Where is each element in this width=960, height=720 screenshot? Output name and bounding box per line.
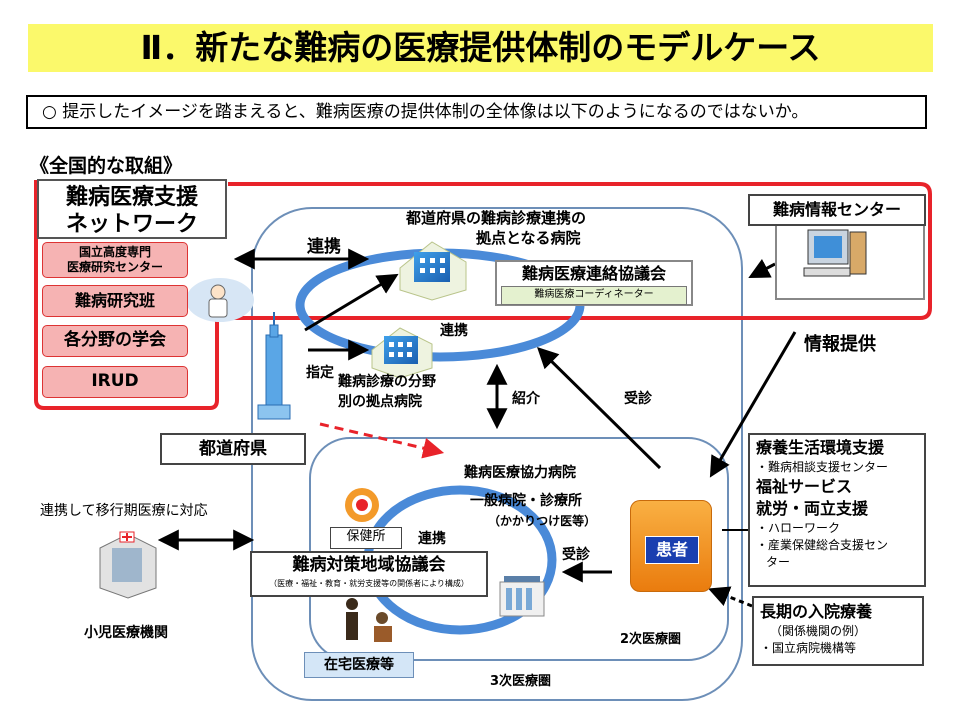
support-heading-2: 福祉サービス <box>756 477 853 496</box>
health-center-logo-icon <box>345 488 379 522</box>
shokai-label: 紹介 <box>512 391 540 407</box>
support-item-3: ・産業保健総合支援セン <box>756 538 889 552</box>
pediatric-label: 小児医療機関 <box>84 625 168 641</box>
zone3-label: 3次医療圏 <box>490 674 552 689</box>
health-center-label: 保健所 <box>330 527 402 549</box>
jushin-local-label: 受診 <box>562 547 590 563</box>
regional-council-note: （医療・福祉・教育・就労支援等の関係者により構成） <box>269 579 469 588</box>
support-item-1: ・難病相談支援センター <box>756 460 889 474</box>
title-bar: Ⅱ．新たな難病の医療提供体制のモデルケース <box>28 24 933 72</box>
shitei-label-1: 指定 <box>306 365 334 381</box>
network-item-societies: 各分野の学会 <box>42 325 188 357</box>
coordinator-label: 難病医療コーディネーター <box>501 286 687 305</box>
renkei-top-label: 連携 <box>307 237 341 257</box>
clinic-icon <box>499 576 545 617</box>
hospital-building-icon <box>399 241 467 301</box>
network-item-ncnc: 国立高度専門 医療研究センター <box>42 242 188 278</box>
field-hospital-label-line2: 別の拠点病院 <box>338 394 422 410</box>
arrow-info-center-to-frame <box>748 258 776 278</box>
regional-council-label: 難病対策地域協議会 <box>292 555 446 575</box>
arrow-shitei-dashed <box>319 422 445 459</box>
network-title-line2: ネットワーク <box>65 212 198 237</box>
arrow-tower-to-prefectural <box>304 273 399 332</box>
support-heading-3: 就労・両立支援 <box>756 499 869 518</box>
longterm-box: 長期の入院療養 （関係機関の例） ・国立病院機構等 <box>752 596 924 666</box>
field-hospital-label: 難病診療の分野 別の拠点病院 <box>338 372 436 412</box>
zone2-frame <box>309 437 729 661</box>
network-item-research: 難病研究班 <box>42 285 188 317</box>
family-doctor-label: （かかりつけ医等） <box>488 514 597 528</box>
national-section-heading: 《全国的な取組》 <box>30 155 183 177</box>
regional-council-box: 難病対策地域協議会 （医療・福祉・教育・就労支援等の関係者により構成） <box>250 551 488 597</box>
support-heading-1: 療養生活環境支援 <box>756 438 885 457</box>
council-label: 難病医療連絡協議会 <box>521 264 666 283</box>
prefecture-box: 都道府県 <box>160 433 306 465</box>
longterm-item-2: ・国立病院機構等 <box>760 641 857 655</box>
arrow-longterm <box>708 586 753 608</box>
intro-statement: ○ 提示したイメージを踏まえると、難病医療の提供体制の全体像は以下のようになるの… <box>26 95 927 129</box>
longterm-heading: 長期の入院療養 <box>760 602 873 621</box>
network-item-irud: IRUD <box>42 366 188 398</box>
network-item-ncnc-line2: 医療研究センター <box>66 260 163 274</box>
pediatric-hospital-icon <box>99 531 157 599</box>
info-center-frame <box>775 226 925 300</box>
network-title-line1: 難病医療支援 <box>65 185 198 210</box>
support-item-2: ・ハローワーク <box>756 521 841 535</box>
tower-icon <box>257 312 291 420</box>
info-center-box: 難病情報センター <box>748 194 926 226</box>
renkei-local-label: 連携 <box>418 531 446 547</box>
support-box: 療養生活環境支援 ・難病相談支援センター 福祉サービス 就労・両立支援 ・ハロー… <box>748 433 926 587</box>
council-box: 難病医療連絡協議会 難病医療コーディネーター <box>495 260 693 306</box>
page-title: Ⅱ．新たな難病の医療提供体制のモデルケース <box>140 28 821 67</box>
network-item-ncnc-line1: 国立高度専門 <box>78 245 151 259</box>
zone2-label: 2次医療圏 <box>620 632 682 647</box>
renkei-ring-label: 連携 <box>440 323 468 339</box>
family-icon <box>346 598 392 642</box>
prefectural-hospital-label-line1: 都道府県の難病診療連携の <box>406 209 587 227</box>
field-hospital-label-line1: 難病診療の分野 <box>338 374 436 390</box>
computer-icon <box>803 229 867 277</box>
hospital-building-icon <box>371 327 433 379</box>
coop-hospital-label: 難病医療協力病院 <box>464 465 576 481</box>
transition-label: 連携して移行期医療に対応 <box>40 503 208 519</box>
prefectural-hospital-label-line2: 拠点となる病院 <box>476 229 581 247</box>
general-hospital-label: 一般病院・診療所 <box>470 493 582 509</box>
patient-label: 患者 <box>645 536 699 564</box>
jushin-right-label: 受診 <box>624 391 652 407</box>
longterm-item-1: （関係機関の例） <box>770 624 867 638</box>
johoteikyo-label: 情報提供 <box>804 334 876 355</box>
arrow-patient-to-prefectural <box>537 347 662 470</box>
network-title-box: 難病医療支援 ネットワーク <box>37 179 227 239</box>
prefectural-hospital-label: 都道府県の難病診療連携の 拠点となる病院 <box>406 208 586 248</box>
arrow-johoteikyo <box>709 331 797 478</box>
home-care-box: 在宅医療等 <box>304 652 414 678</box>
doctor-icon <box>186 278 254 322</box>
patient-block: 患者 <box>630 500 712 592</box>
support-item-3b: ター <box>766 555 791 569</box>
